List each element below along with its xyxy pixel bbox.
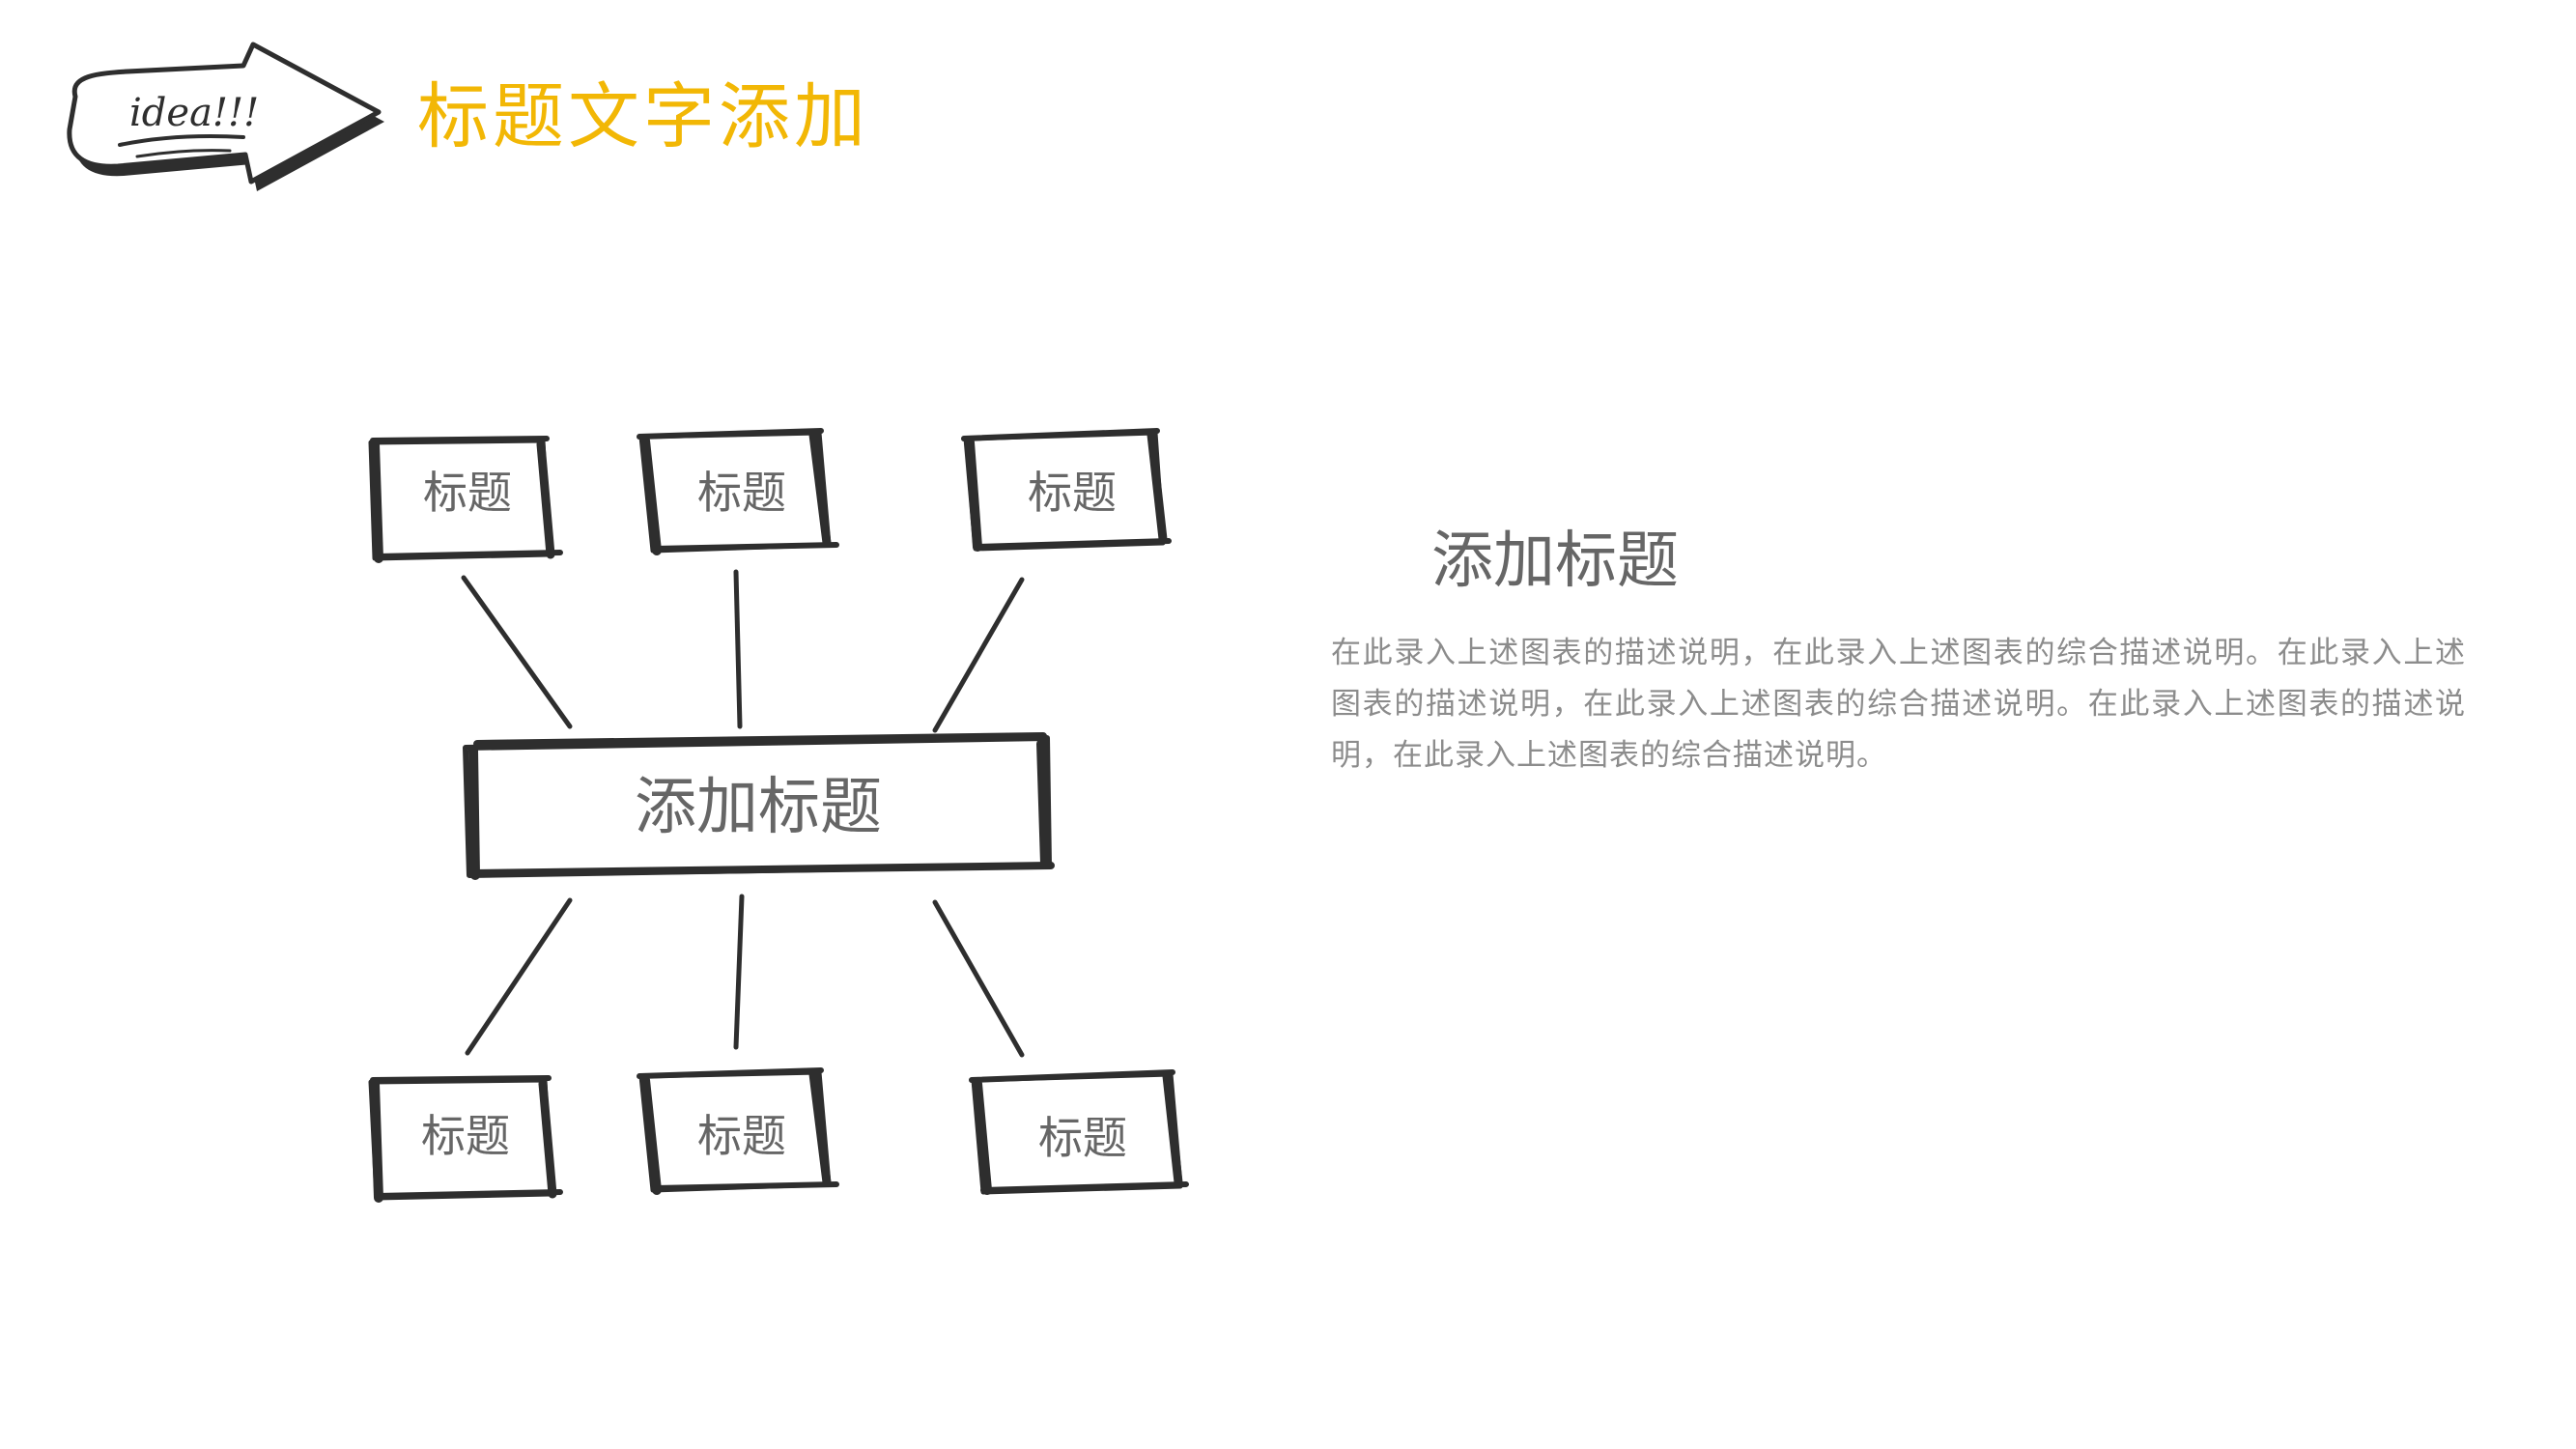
- node-label-5: 标题: [697, 1110, 786, 1162]
- node-label-2: 标题: [697, 467, 786, 519]
- idea-arrow-badge: idea!!!: [60, 37, 398, 211]
- connector-top-middle: [733, 569, 743, 729]
- side-body: 在此录入上述图表的描述说明，在此录入上述图表的综合描述说明。在此录入上述图表的描…: [1331, 636, 2466, 773]
- badge-text: idea!!!: [129, 91, 259, 135]
- node-box-6: [969, 1069, 1189, 1195]
- center-label: 添加标题: [635, 772, 882, 843]
- center-box: [463, 732, 1055, 880]
- connector-top-left: [461, 575, 573, 729]
- node-label-3: 标题: [1028, 467, 1117, 519]
- connector-bottom-right: [932, 899, 1025, 1058]
- node-box-1: [368, 436, 563, 563]
- node-box-5: [637, 1067, 839, 1195]
- arrow-icon: idea!!!: [67, 42, 385, 191]
- node-label-1: 标题: [423, 467, 512, 519]
- node-box-2: [637, 428, 839, 555]
- connector-top-right: [932, 577, 1025, 733]
- node-label-4: 标题: [421, 1110, 510, 1162]
- connector-bottom-middle: [733, 894, 745, 1050]
- connector-bottom-left: [465, 897, 573, 1056]
- node-box-3: [961, 428, 1172, 552]
- side-title: 添加标题: [1431, 526, 1679, 597]
- page-title: 标题文字添加: [417, 75, 869, 158]
- node-label-6: 标题: [1038, 1112, 1127, 1164]
- node-box-4: [368, 1075, 563, 1203]
